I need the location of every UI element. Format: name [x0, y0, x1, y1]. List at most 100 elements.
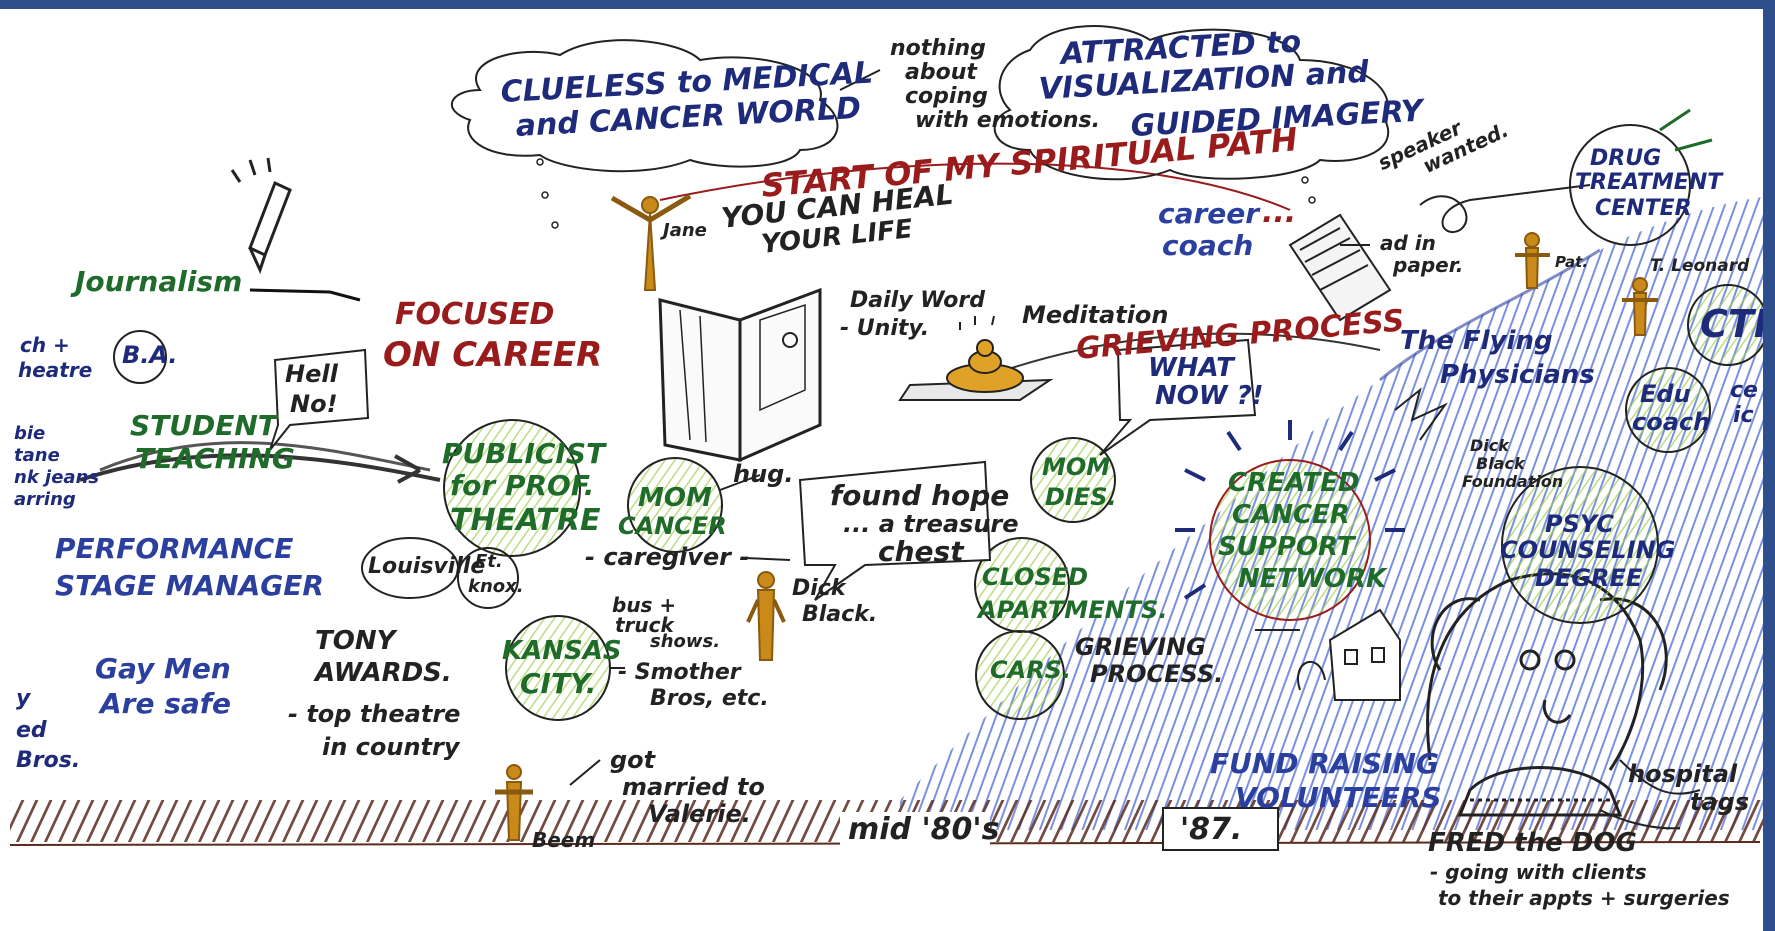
open-book-icon — [658, 287, 822, 463]
closed-line2: APARTMENTS. — [978, 596, 1168, 624]
mom-dies-line2: DIES. — [1045, 483, 1117, 511]
cars-label: CARS. — [990, 656, 1072, 684]
student-line2: TEACHING — [135, 442, 295, 475]
leonard-figure — [1622, 277, 1658, 336]
publicist-line1: PUBLICIST — [442, 437, 606, 470]
top-frame-bar — [0, 0, 1775, 9]
beem-label: Beem — [532, 828, 596, 852]
top-theatre-line2: in country — [322, 733, 460, 761]
lightning-icon — [1394, 387, 1448, 441]
node-cars-circle — [975, 630, 1065, 720]
left-cut-line3: nk jeans — [14, 467, 100, 488]
ad-line1: ad in — [1380, 231, 1436, 255]
daily-word-line2: - Unity. — [840, 316, 930, 341]
found-hope-line1: found hope — [830, 479, 1010, 512]
career-coach-line1: career — [1158, 197, 1260, 230]
node-ftknox-circle — [457, 547, 519, 609]
married-line3: Valerie. — [648, 800, 751, 828]
daily-word-line1: Daily Word — [850, 288, 985, 313]
network-line4: NETWORK — [1238, 564, 1387, 594]
node-louisville-circle — [361, 537, 459, 599]
fred-line1: FRED the DOG — [1428, 828, 1637, 858]
left-cut-y1: y — [16, 686, 31, 711]
jane-figure — [610, 193, 692, 291]
node-ba-circle — [113, 330, 167, 384]
pat-figure — [1515, 232, 1550, 289]
fred-line3: to their appts + surgeries — [1438, 886, 1730, 910]
drug-line2: TREATMENT — [1575, 170, 1723, 195]
gay-men-line2: Are safe — [100, 687, 231, 720]
performance-line2: STAGE MANAGER — [55, 569, 324, 602]
grieving-line1: GRIEVING — [1075, 633, 1206, 661]
ch-line1: ch + — [20, 333, 70, 357]
hug-label: hug. — [733, 460, 794, 488]
louisville-label: Louisville — [368, 554, 486, 579]
career-coach-dots: ... — [1262, 195, 1297, 230]
ad-line2: paper. — [1393, 253, 1464, 277]
left-cut-y3: Bros. — [16, 748, 81, 773]
dick-black-foundation-line1: Dick — [1470, 436, 1509, 455]
left-cut-y2: ed — [16, 718, 47, 743]
ba-label: B.A. — [122, 341, 178, 369]
meditation-figure — [898, 315, 1054, 401]
node-publicist-circle — [443, 419, 581, 557]
jane-label: Jane — [663, 220, 707, 241]
found-hope-bubble — [798, 460, 992, 601]
node-drug-circle — [1569, 124, 1691, 246]
left-cut-line1: bie — [14, 423, 46, 444]
fred-line2: - going with clients — [1430, 860, 1647, 884]
mom-cancer-line1: MOM — [638, 483, 712, 513]
publicist-line2: for PROF. — [450, 469, 595, 502]
caregiver-label: - caregiver - — [585, 543, 750, 571]
left-cut-line2: tane — [14, 445, 60, 466]
hell-line2: No! — [290, 390, 338, 418]
flying-line1: The Flying — [1400, 326, 1553, 356]
node-psyc-circle — [1501, 466, 1659, 624]
psyc-line1: PSYC — [1545, 510, 1615, 538]
ch-line2: heatre — [18, 358, 93, 382]
bus-line3: shows. — [650, 631, 721, 652]
ftknox-line1: Ft. — [475, 551, 503, 572]
hell-no-bubble — [269, 348, 370, 451]
bus-line1: bus + — [612, 593, 677, 617]
what-now-line1: WHAT — [1148, 353, 1234, 383]
cloud-left-outline — [450, 39, 839, 173]
house-icon — [1297, 608, 1401, 701]
tony-line2: AWARDS. — [315, 658, 452, 688]
edu-line2: coach — [1632, 408, 1711, 436]
dick-black-figure — [746, 571, 786, 661]
top-theatre-line1: - top theatre — [288, 700, 461, 728]
cloud-note-line4: with emotions. — [915, 108, 1100, 133]
cloud-note-line2: about — [905, 60, 977, 85]
ftknox-line2: knox. — [468, 576, 524, 597]
mom-dies-line1: MOM — [1042, 453, 1111, 481]
cloud-note-line1: nothing — [890, 36, 986, 61]
dick-black-line1: Dick — [792, 576, 846, 601]
leonard-label: T. Leonard — [1650, 256, 1750, 276]
node-edu-circle — [1625, 367, 1711, 453]
cti-label: CTI — [1700, 302, 1768, 346]
flying-line2: Physicians — [1440, 360, 1595, 390]
edu-cut-text2: ic — [1733, 403, 1754, 428]
edu-line1: Edu — [1640, 380, 1691, 408]
bus-line2: truck — [615, 613, 674, 637]
node-mom-cancer-circle — [627, 457, 723, 553]
what-now-bubble — [1099, 338, 1257, 456]
found-hope-line2: ... a treasure — [843, 510, 1019, 538]
married-line1: got — [610, 746, 656, 774]
tony-line1: TONY — [315, 626, 396, 656]
found-hope-line3: chest — [878, 535, 964, 568]
fund-raising-line1: FUND RAISING — [1210, 747, 1439, 780]
network-line3: SUPPORT — [1218, 532, 1355, 562]
smother-line1: - Smother — [618, 660, 741, 685]
dick-black-foundation-line2: Black — [1476, 454, 1525, 473]
node-mom-dies-circle — [1030, 437, 1116, 523]
timeline-year-87: '87. — [1180, 812, 1243, 847]
pat-label: Pat. — [1555, 253, 1589, 271]
performance-line1: PERFORMANCE — [55, 532, 294, 565]
psyc-line2: COUNSELING — [1500, 536, 1676, 564]
beem-figure — [495, 764, 533, 841]
married-line2: married to — [622, 773, 765, 801]
drug-line3: CENTER — [1595, 196, 1692, 221]
network-line1: CREATED — [1228, 468, 1360, 498]
